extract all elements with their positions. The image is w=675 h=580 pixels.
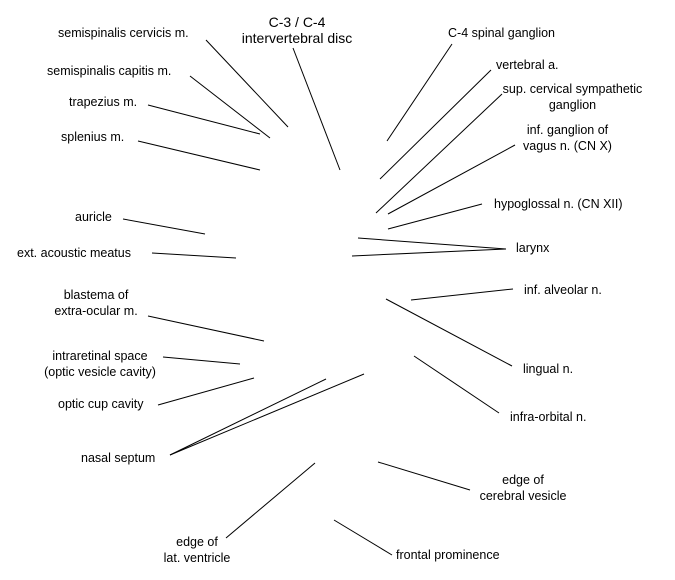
leader-semispinalis-capitis (189, 75, 271, 139)
label-hypoglossal: hypoglossal n. (CN XII) (494, 197, 623, 211)
leader-lat-ventricle (225, 462, 316, 539)
label-c4-spinal-ganglion: C-4 spinal ganglion (448, 26, 556, 40)
leader-nasal-septum-b (169, 373, 365, 456)
leader-optic-cup (157, 377, 255, 406)
label-blastema: blastema of extra-ocular m. (44, 287, 148, 319)
label-ventricle-line1: edge of (176, 535, 218, 549)
leader-vertebral-a (379, 69, 492, 180)
leader-inf-alveolar (410, 288, 514, 301)
label-infra-orbital: infra-orbital n. (510, 410, 587, 424)
leader-auricle (122, 218, 206, 235)
leader-semispinalis-cervicis (205, 39, 289, 128)
leader-larynx-a (357, 237, 507, 250)
leader-c4-ganglion (386, 43, 453, 142)
leader-trapezius (147, 104, 261, 135)
label-intraretinal-space: intraretinal space (optic vesicle cavity… (30, 348, 170, 380)
label-sympathetic-ganglion: sup. cervical sympathetic ganglion (500, 81, 645, 113)
label-intraretinal-line2: (optic vesicle cavity) (44, 365, 156, 379)
label-sympathetic-line1: sup. cervical sympathetic (502, 82, 643, 96)
label-cerebral-vesicle: edge of cerebral vesicle (472, 472, 574, 504)
leader-larynx-b (351, 248, 507, 257)
label-inf-alveolar: inf. alveolar n. (524, 283, 602, 297)
leader-blastema (147, 315, 265, 342)
label-disc-line2: intervertebral disc (241, 30, 353, 46)
label-frontal-prominence: frontal prominence (396, 548, 500, 562)
label-auricle: auricle (75, 210, 112, 224)
leader-sympathetic (375, 93, 503, 214)
label-vagus-line2: vagus n. (CN X) (523, 139, 612, 153)
label-lat-ventricle: edge of lat. ventricle (154, 534, 240, 566)
label-splenius: splenius m. (61, 130, 125, 144)
label-semispinalis-capitis: semispinalis capitis m. (47, 64, 172, 78)
leader-intraretinal (162, 356, 241, 365)
label-vagus-ganglion: inf. ganglion of vagus n. (CN X) (515, 122, 620, 154)
label-acoustic-meatus: ext. acoustic meatus (17, 246, 131, 260)
leader-hypoglossal (387, 203, 483, 230)
leader-nasal-septum-a (169, 378, 327, 456)
leader-infra-orbital (413, 355, 500, 414)
label-optic-cup: optic cup cavity (58, 397, 144, 411)
leader-cerebral-vesicle (377, 461, 471, 491)
label-nasal-septum: nasal septum (81, 451, 156, 465)
label-blastema-line1: blastema of (63, 288, 129, 302)
label-cerebral-line2: cerebral vesicle (479, 489, 567, 503)
label-cerebral-line1: edge of (502, 473, 544, 487)
leader-frontal (333, 519, 393, 556)
label-vagus-line1: inf. ganglion of (526, 123, 609, 137)
leader-acoustic-meatus (151, 252, 237, 259)
label-blastema-line2: extra-ocular m. (54, 304, 138, 318)
label-trapezius: trapezius m. (69, 95, 138, 109)
leader-lingual (385, 298, 513, 367)
label-sympathetic-line2: ganglion (548, 98, 597, 112)
label-disc-line1: C-3 / C-4 (268, 14, 326, 30)
leader-vagus (387, 144, 516, 215)
label-semispinalis-cervicis: semispinalis cervicis m. (58, 26, 189, 40)
leader-splenius (137, 140, 261, 171)
label-lingual: lingual n. (523, 362, 574, 376)
label-ventricle-line2: lat. ventricle (163, 551, 231, 565)
label-larynx: larynx (516, 241, 550, 255)
label-intervertebral-disc: C-3 / C-4 intervertebral disc (232, 14, 362, 46)
leader-disc (292, 47, 341, 171)
label-intraretinal-line1: intraretinal space (52, 349, 148, 363)
label-vertebral-artery: vertebral a. (496, 58, 559, 72)
